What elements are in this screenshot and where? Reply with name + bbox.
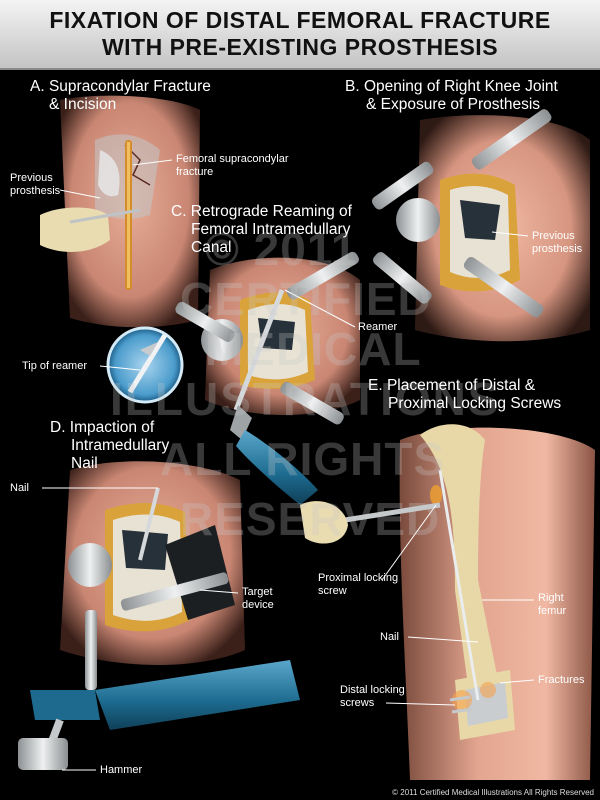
panel-a-title-line-2: & Incision xyxy=(49,96,117,113)
panel-a-title: A. Supracondylar Fracture & Incision xyxy=(30,78,211,114)
copyright-notice: © 2011 Certified Medical Illustrations A… xyxy=(392,788,594,797)
label-target-device-line-2: device xyxy=(242,599,274,611)
panel-b-title-line-2: & Exposure of Prosthesis xyxy=(366,96,541,113)
label-tip-of-reamer: Tip of reamer xyxy=(22,360,88,372)
watermark-line-2: CERTIFIED xyxy=(180,273,432,325)
label-proximal-screw-line-2: screw xyxy=(318,585,347,597)
watermark-line-6: RESERVED xyxy=(180,493,441,545)
label-reamer: Reamer xyxy=(358,321,398,333)
panel-e-title-line-2: Proximal Locking Screws xyxy=(388,395,562,412)
panel-b-title: B. Opening of Right Knee Joint & Exposur… xyxy=(345,78,558,114)
panel-d-title-line-3: Nail xyxy=(71,455,98,472)
panel-a-knee xyxy=(40,95,200,328)
panel-e-title: E. Placement of Distal & Proximal Lockin… xyxy=(368,377,561,413)
panel-d-knee xyxy=(18,461,300,770)
label-femoral-supracondylar-fracture: Femoral supracondylar fracture xyxy=(176,153,289,179)
title-line-2: WITH PRE-EXISTING PROSTHESIS xyxy=(101,34,499,60)
label-previous-prosthesis-b: Previous prosthesis xyxy=(532,230,582,256)
label-target-device: Target device xyxy=(242,586,274,612)
panel-e-leg xyxy=(300,424,595,780)
panel-b-knee xyxy=(371,109,590,342)
watermark-line-1: © 2011 xyxy=(205,223,358,275)
watermark-line-4: ILLUSTRATIONS xyxy=(110,373,501,425)
label-previous-prosthesis-a-line-1: Previous xyxy=(10,172,53,184)
label-right-femur-line-2: femur xyxy=(538,605,567,617)
title-line-1: FIXATION OF DISTAL FEMORAL FRACTURE xyxy=(49,7,551,33)
label-previous-prosthesis-b-line-2: prosthesis xyxy=(532,243,583,255)
panel-c-knee xyxy=(175,251,360,505)
label-proximal-locking-screw: Proximal locking screw xyxy=(318,572,398,598)
panel-c-title-line-1: C. Retrograde Reaming of xyxy=(171,203,352,220)
label-previous-prosthesis-b-line-1: Previous xyxy=(532,230,575,242)
panel-c-title-line-2: Femoral Intramedullary xyxy=(191,221,351,238)
label-proximal-screw-line-1: Proximal locking xyxy=(318,572,399,584)
watermark-line-5: ALL RIGHTS xyxy=(160,433,446,485)
panel-b-title-line-1: B. Opening of Right Knee Joint xyxy=(345,78,558,95)
panel-e-title-line-1: E. Placement of Distal & xyxy=(368,377,536,394)
panel-c-title-line-3: Canal xyxy=(191,239,232,256)
label-previous-prosthesis-a-line-2: prosthesis xyxy=(10,185,61,197)
label-distal-screws-line-1: Distal locking xyxy=(340,684,405,696)
label-fractures: Fractures xyxy=(538,674,585,686)
panel-a-title-line-1: A. Supracondylar Fracture xyxy=(30,78,211,95)
panel-d-title-line-2: Intramedullary xyxy=(71,437,170,454)
panel-c-title: C. Retrograde Reaming of Femoral Intrame… xyxy=(171,203,352,257)
title-banner: FIXATION OF DISTAL FEMORAL FRACTURE WITH… xyxy=(0,0,600,70)
label-previous-prosthesis-a: Previous prosthesis xyxy=(10,172,60,198)
panel-d-title-line-1: D. Impaction of xyxy=(50,419,155,436)
label-right-femur-line-1: Right xyxy=(538,592,564,604)
label-distal-screws-line-2: screws xyxy=(340,697,375,709)
watermark-line-3: MEDICAL xyxy=(205,323,422,375)
label-right-femur: Right femur xyxy=(538,592,566,618)
label-femoral-fracture-line-1: Femoral supracondylar xyxy=(176,153,289,165)
label-nail-e: Nail xyxy=(380,631,399,643)
label-target-device-line-1: Target xyxy=(242,586,273,598)
label-hammer: Hammer xyxy=(100,764,143,776)
label-distal-locking-screws: Distal locking screws xyxy=(340,684,405,710)
panel-d-title: D. Impaction of Intramedullary Nail xyxy=(50,419,169,473)
label-femoral-fracture-line-2: fracture xyxy=(176,166,214,178)
label-nail-d: Nail xyxy=(10,482,29,494)
reamer-tip-inset xyxy=(106,326,184,404)
leader-lines xyxy=(42,159,535,771)
